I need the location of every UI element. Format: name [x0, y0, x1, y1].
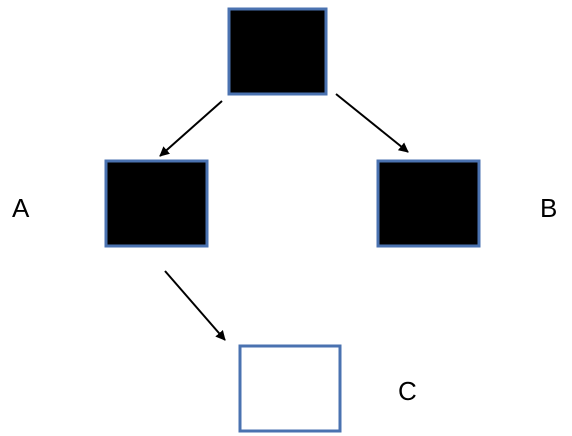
- edge-root-to-a: [159, 100, 223, 157]
- label-a: A: [12, 193, 30, 223]
- node-b: [376, 159, 481, 248]
- edge-root-to-b: [335, 93, 409, 153]
- node-a: [104, 159, 209, 248]
- edge-a-to-c: [164, 270, 226, 341]
- node-c: [238, 344, 342, 433]
- node-root: [227, 7, 328, 96]
- label-b: B: [540, 193, 557, 223]
- label-c: C: [398, 376, 417, 406]
